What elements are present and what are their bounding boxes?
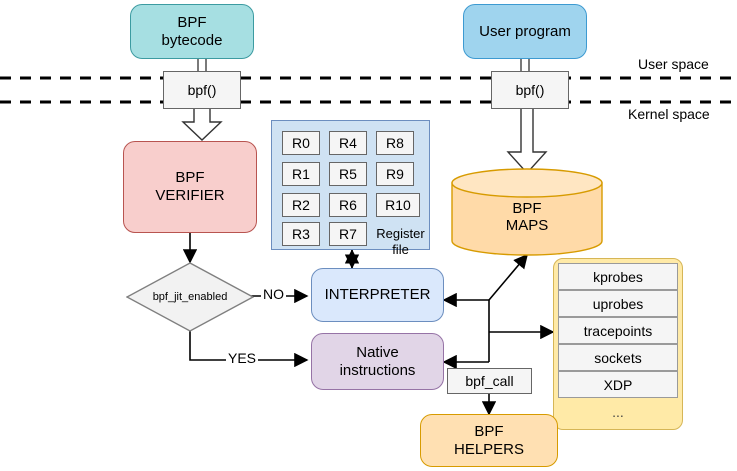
cylinder-shape bbox=[451, 168, 603, 256]
bpf-maps-node[interactable]: BPF MAPS bbox=[451, 168, 603, 256]
bpf-verifier-node[interactable]: BPF VERIFIER bbox=[123, 141, 257, 233]
register-r2: R2 bbox=[282, 193, 320, 217]
edge-bytecode-to-syscall bbox=[197, 58, 207, 72]
register-r9: R9 bbox=[376, 162, 414, 186]
register-r5: R5 bbox=[329, 162, 367, 186]
edge-label-yes: YES bbox=[226, 350, 259, 366]
register-r0: R0 bbox=[282, 131, 320, 155]
register-r7: R7 bbox=[329, 222, 367, 246]
register-file-label: Register file bbox=[376, 226, 425, 257]
register-r1: R1 bbox=[282, 162, 320, 186]
register-r4: R4 bbox=[329, 131, 367, 155]
bpf-maps-line1: BPF bbox=[512, 200, 542, 217]
diamond-shape bbox=[126, 262, 254, 332]
user-program-node[interactable]: User program bbox=[463, 4, 587, 59]
event-kprobes[interactable]: kprobes bbox=[558, 263, 678, 290]
userspace-divider bbox=[0, 76, 737, 104]
bpf-call-node[interactable]: bpf_call bbox=[447, 368, 532, 394]
user-program-label: User program bbox=[479, 22, 571, 40]
event-xdp[interactable]: XDP bbox=[558, 371, 678, 398]
syscall-right-label: bpf() bbox=[515, 81, 545, 98]
event-ellipsis: ... bbox=[612, 404, 624, 420]
edge-bus-events bbox=[442, 253, 555, 370]
syscall-left-node[interactable]: bpf() bbox=[163, 71, 241, 109]
event-sockets[interactable]: sockets bbox=[558, 344, 678, 371]
bpf-call-label: bpf_call bbox=[465, 372, 514, 389]
native-instructions-line2: instructions bbox=[339, 361, 416, 379]
decision-label: bpf_jit_enabled bbox=[152, 291, 228, 303]
edge-userprogram-to-syscall bbox=[520, 58, 530, 72]
register-r3: R3 bbox=[282, 222, 320, 246]
bpf-bytecode-node[interactable]: BPF bytecode bbox=[130, 4, 254, 59]
register-r10: R10 bbox=[376, 193, 420, 217]
bpf-helpers-line2: HELPERS bbox=[453, 440, 525, 458]
bpf-helpers-node[interactable]: BPF HELPERS bbox=[420, 414, 558, 467]
syscall-right-node[interactable]: bpf() bbox=[491, 71, 569, 109]
block-arrow-to-maps bbox=[506, 107, 548, 175]
bpf-jit-enabled-decision[interactable]: bpf_jit_enabled bbox=[126, 262, 254, 332]
kernel-space-label: Kernel space bbox=[628, 106, 710, 122]
register-r8: R8 bbox=[376, 131, 414, 155]
native-instructions-line1: Native bbox=[356, 343, 399, 361]
bpf-verifier-line1: BPF bbox=[175, 169, 205, 186]
event-tracepoints[interactable]: tracepoints bbox=[558, 317, 678, 344]
block-arrow-to-verifier bbox=[181, 107, 223, 141]
user-space-label: User space bbox=[638, 56, 709, 72]
native-instructions-node[interactable]: Native instructions bbox=[311, 333, 444, 390]
bpf-bytecode-line1: BPF bbox=[177, 13, 207, 31]
interpreter-label: INTERPRETER bbox=[324, 286, 431, 303]
bpf-maps-line2: MAPS bbox=[505, 217, 549, 234]
syscall-left-label: bpf() bbox=[187, 81, 217, 98]
bpf-maps-label-group: BPF MAPS bbox=[451, 168, 603, 256]
bpf-event-sources-list: kprobes uprobes tracepoints sockets XDP … bbox=[553, 258, 683, 430]
interpreter-node[interactable]: INTERPRETER bbox=[311, 268, 444, 322]
event-uprobes[interactable]: uprobes bbox=[558, 290, 678, 317]
edge-label-no: NO bbox=[261, 286, 286, 302]
register-r6: R6 bbox=[329, 193, 367, 217]
bpf-helpers-line1: BPF bbox=[474, 422, 504, 440]
bpf-verifier-line2: VERIFIER bbox=[155, 187, 225, 204]
register-file-panel: R0 R1 R2 R3 R4 R5 R6 R7 R8 R9 R10 Regist… bbox=[271, 120, 430, 257]
bpf-bytecode-line2: bytecode bbox=[161, 31, 223, 49]
